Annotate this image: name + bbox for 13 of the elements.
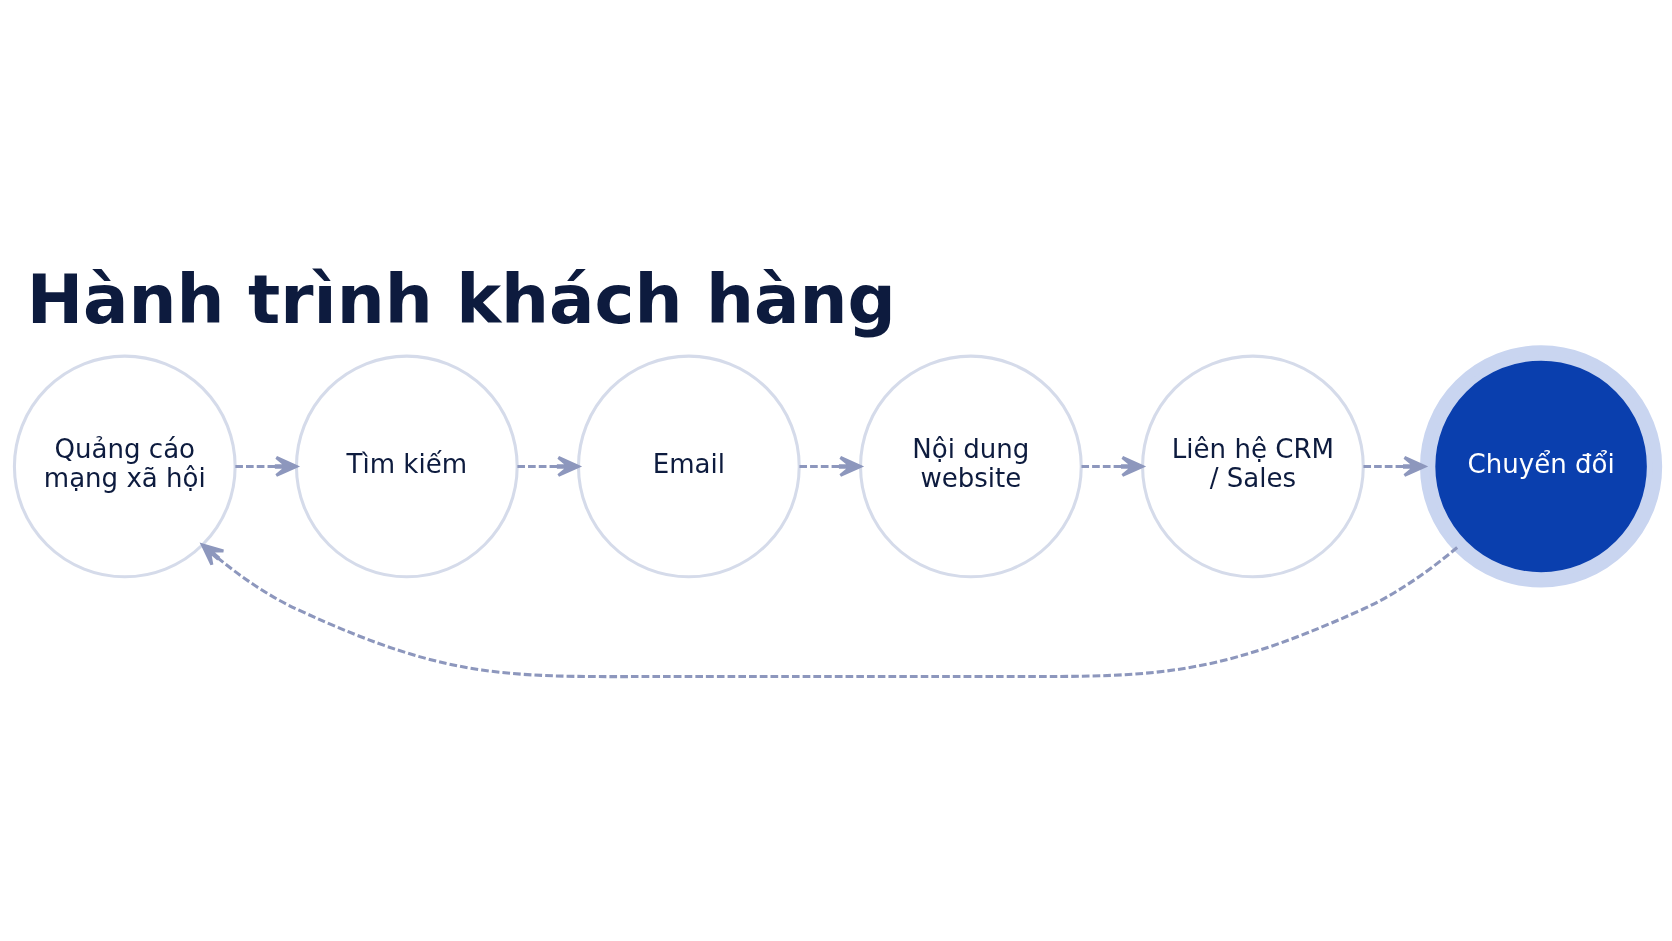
node-circle: Liên hệ CRM / Sales (1141, 354, 1365, 579)
arrow (1363, 455, 1426, 477)
node-circle: Quảng cáo mạng xã hội (12, 354, 237, 579)
node-circle: Nội dung website (859, 354, 1083, 579)
arrow (799, 455, 862, 477)
arrow (235, 455, 298, 477)
node-circle: Chuyển đổi (1420, 345, 1663, 588)
arrow (1081, 455, 1144, 477)
node-circle: Tìm kiếm (294, 354, 519, 579)
diagram-title: Hành trình khách hàng (26, 259, 896, 339)
node-circle: Email (576, 354, 801, 579)
arrow (200, 543, 1459, 679)
arrow (517, 455, 580, 477)
